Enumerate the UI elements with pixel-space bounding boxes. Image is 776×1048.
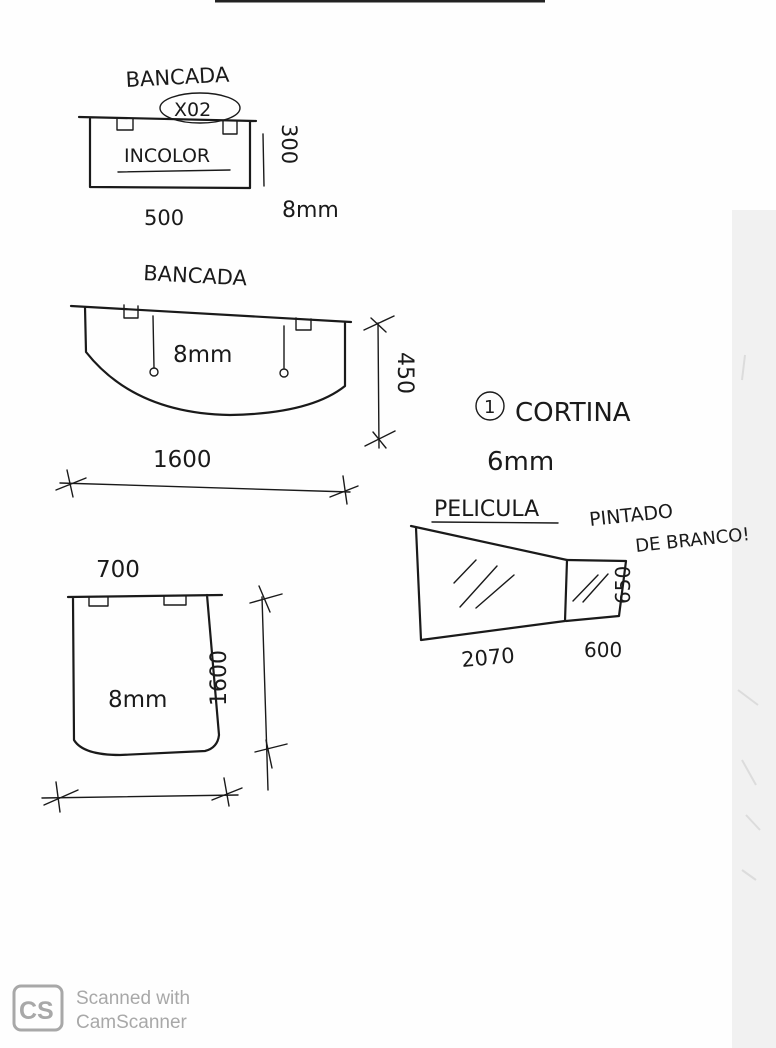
sketch-1-material: INCOLOR: [124, 145, 210, 167]
sketch-3-width-line: [41, 794, 239, 799]
sketch-1-thickness: 8mm: [282, 198, 339, 223]
sketch-2-clip-left: [123, 304, 139, 319]
show-through-marks: [737, 354, 761, 881]
sketch-3-width-tick-right: [211, 777, 243, 807]
sketch-2-height-tick-top: [363, 315, 395, 333]
sketch-3-height: 1600: [207, 650, 232, 706]
sketch-3-width-tick-left: [43, 781, 79, 813]
sketch-1-width: 500: [144, 206, 184, 230]
sketch-1-clip-left: [116, 118, 134, 131]
sketch-3-outline: [66, 593, 224, 757]
watermark-line2: CamScanner: [76, 1012, 188, 1033]
sketch-3-height-tick-top: [249, 585, 283, 613]
sketch-2-thickness: 8mm: [173, 342, 232, 368]
sketch-1-bancada-incolor: BANCADA X02 INCOLOR 300 500 8mm: [77, 63, 339, 230]
sketch-1-title: BANCADA: [125, 63, 230, 92]
sketch-3-height-line: [261, 596, 269, 791]
sketch-1-outline: [77, 115, 258, 190]
sketch-1-quantity: X02: [174, 99, 211, 121]
sketch-2-height-line: [377, 322, 380, 449]
sketch-4-height-small: 650: [611, 566, 635, 604]
sketch-2-width-tick-left: [55, 469, 87, 498]
sketch-3-thickness: 8mm: [108, 687, 167, 713]
sketch-4-film-label: PELICULA: [434, 497, 539, 522]
sketch-2-outline: [69, 304, 353, 417]
sketch-1-height-line: [262, 133, 265, 187]
sketch-3-width: 700: [96, 557, 140, 583]
sketch-3-height-tick-bottom: [254, 739, 288, 769]
sketch-2-width-tick-right: [329, 475, 359, 505]
sketch-3-panel: 700 8mm 1600: [41, 557, 288, 813]
sketch-2-hole-right: [279, 368, 289, 378]
sketch-2-hole-left: [149, 367, 159, 377]
sketch-2-title: BANCADA: [143, 261, 248, 290]
sketch-4-outline-small: [564, 558, 628, 623]
sketch-4-film-underline: [431, 521, 559, 524]
sketch-3-clip-right: [163, 595, 187, 606]
sketch-2-width-line: [59, 482, 351, 493]
watermark-logo: CS: [19, 997, 54, 1025]
paper-right-edge-shadow: [732, 210, 776, 1048]
sketch-2-height: 450: [392, 352, 417, 394]
sketch-2-bancada-curved: BANCADA 8mm 450 1600: [55, 261, 417, 505]
sketch-2-width: 1600: [153, 447, 212, 473]
sketch-2-clip-right: [295, 317, 312, 331]
camscanner-watermark: CS Scanned with CamScanner: [12, 984, 190, 1033]
sketch-4-width-small: 600: [584, 638, 622, 662]
sketch-1-height: 300: [277, 124, 301, 164]
sketch-4-title: CORTINA: [515, 398, 631, 428]
quantity-circle: [159, 92, 241, 124]
sketch-2-height-tick-bottom: [364, 430, 396, 449]
sketch-4-marker-circle: [475, 391, 505, 421]
sketch-1-material-underline: [117, 169, 231, 173]
watermark-line1: Scanned with: [76, 988, 190, 1009]
sketch-4-width-large: 2070: [460, 643, 515, 672]
sketch-4-glass-hatch: [453, 559, 609, 609]
sketch-2-hanger-left: [152, 315, 155, 369]
sketch-1-clip-right: [222, 120, 238, 135]
sketch-4-thickness: 6mm: [487, 447, 554, 477]
sketch-4-marker: 1: [484, 397, 495, 418]
watermark-logo-box: [12, 984, 64, 1032]
sketch-3-clip-left: [88, 596, 109, 607]
